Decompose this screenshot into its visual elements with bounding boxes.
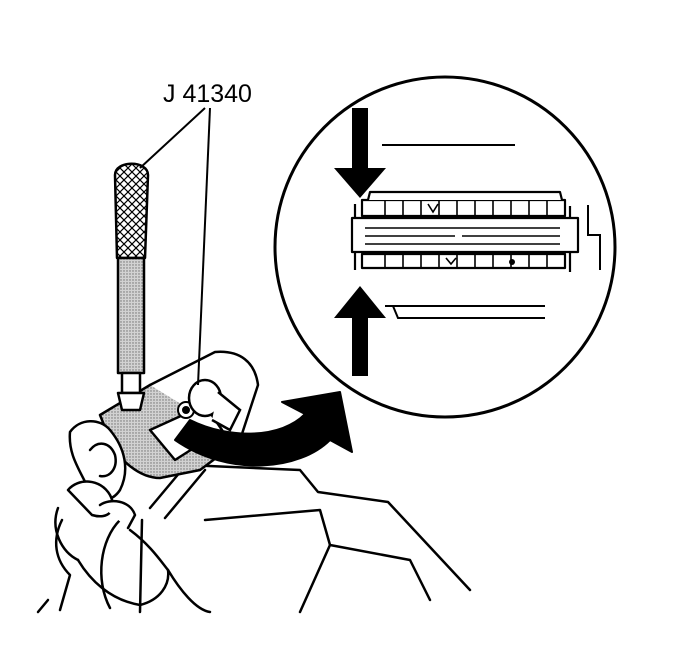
callout: J 41340 xyxy=(139,80,252,386)
compress-arrow-bottom xyxy=(334,286,386,376)
callout-label: J 41340 xyxy=(163,80,252,108)
connector-terminal xyxy=(350,190,580,272)
side-bracket xyxy=(587,205,601,270)
detail-magnifier xyxy=(273,75,617,419)
detail-pointer-arrow xyxy=(174,391,353,467)
tool-handle xyxy=(113,162,150,412)
leader-line-handle xyxy=(139,107,206,169)
compress-arrow-top xyxy=(334,108,386,198)
hand-grip xyxy=(66,420,137,530)
adjusting-knob xyxy=(187,378,242,432)
leader-line-knob xyxy=(197,107,211,386)
